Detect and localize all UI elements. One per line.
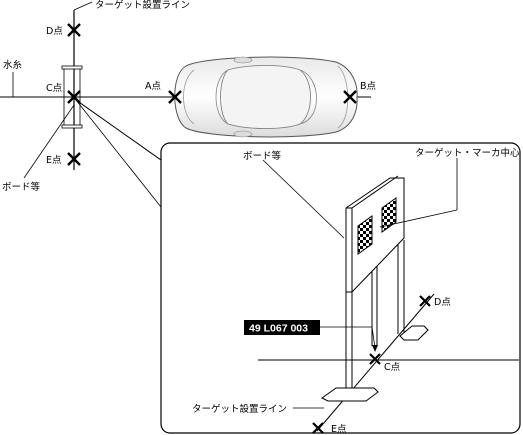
code-text: 49 L067 003 — [249, 323, 308, 335]
point-d-detail-label: D点 — [434, 297, 451, 308]
point-d-overview-marker — [67, 23, 81, 37]
board-overview-label: ボード等 — [2, 181, 41, 193]
code-arrowhead — [372, 345, 378, 352]
detail-view: ボード等 ターゲット・マーカ中心 D点 C点 E点 ターゲット設置ライン 49 … — [160, 142, 521, 435]
detail-target-line-label: ターゲット設置ライン — [192, 403, 287, 415]
point-e-overview-marker — [67, 152, 81, 166]
zoom-line-1 — [75, 99, 162, 208]
point-c-overview-label: C点 — [46, 83, 63, 94]
point-b-marker — [343, 90, 357, 104]
target-center-label: ターゲット・マーカ中心 — [415, 147, 520, 159]
target-line-leader — [73, 1, 93, 11]
target-center-leader-h — [379, 209, 458, 228]
board-overview — [61, 65, 83, 129]
point-c-detail-marker — [369, 353, 381, 365]
detail-board-leader — [262, 159, 345, 239]
target-marker-2 — [381, 197, 397, 233]
board-overview-leader — [23, 104, 75, 179]
target-line-label: ターゲット設置ライン — [95, 0, 190, 11]
board-legs — [345, 240, 405, 390]
point-e-detail-marker — [312, 422, 324, 434]
point-a-label: A点 — [145, 81, 161, 92]
board-feet — [321, 325, 429, 402]
water-line-label: 水糸 — [3, 59, 22, 71]
target-marker-1 — [357, 215, 373, 255]
detail-target-line — [316, 293, 435, 432]
detail-board-label: ボード等 — [243, 150, 282, 162]
point-b-label: B点 — [360, 81, 377, 92]
vehicle-top-view — [174, 56, 358, 138]
overview-group: ターゲット設置ライン 水糸 ボード等 D点 C点 E点 — [0, 0, 377, 208]
code-leader — [320, 326, 376, 349]
point-c-detail-label: C点 — [384, 362, 401, 373]
point-d-detail-marker — [419, 295, 431, 307]
point-e-detail-label: E点 — [331, 424, 347, 435]
point-d-overview-label: D点 — [46, 26, 63, 37]
code-badge — [244, 320, 320, 335]
point-a-marker — [168, 90, 182, 104]
point-e-overview-label: E点 — [46, 155, 62, 166]
